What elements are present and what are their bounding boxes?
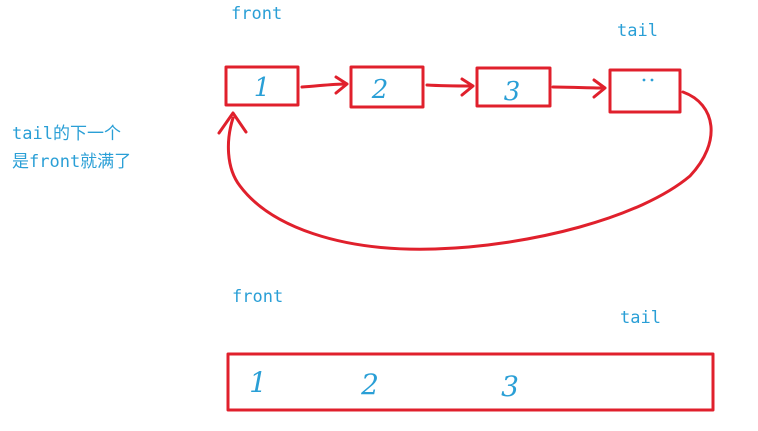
node-4-mark-dot-1 xyxy=(642,78,646,82)
arrow-3-to-4 xyxy=(551,78,607,99)
note-line-1: tail的下一个 xyxy=(12,124,121,144)
bottom-front-label: front xyxy=(232,287,284,307)
node-box-4 xyxy=(608,68,682,114)
arrow-2-to-3 xyxy=(425,77,475,97)
arrow-1-to-2 xyxy=(300,75,349,95)
note-line-2: 是front就满了 xyxy=(12,152,132,172)
wraparound-arrowhead xyxy=(217,111,248,135)
node-value-2: 2 xyxy=(371,75,389,105)
array-value-3: 3 xyxy=(501,370,519,403)
top-tail-label: tail xyxy=(617,21,658,41)
array-box xyxy=(226,352,715,412)
node-box-2 xyxy=(349,65,425,109)
node-box-3 xyxy=(475,66,552,108)
array-value-2: 2 xyxy=(360,368,379,401)
array-value-1: 1 xyxy=(249,366,267,399)
node-4-mark-dot-2 xyxy=(650,78,654,82)
wraparound-arrow xyxy=(226,90,713,251)
node-value-1: 1 xyxy=(254,73,271,103)
node-box-1 xyxy=(224,65,300,107)
top-front-label: front xyxy=(231,4,283,24)
bottom-tail-label: tail xyxy=(620,308,661,328)
node-value-3: 3 xyxy=(504,77,521,107)
full-condition-note: tail的下一个 是front就满了 xyxy=(12,120,131,176)
